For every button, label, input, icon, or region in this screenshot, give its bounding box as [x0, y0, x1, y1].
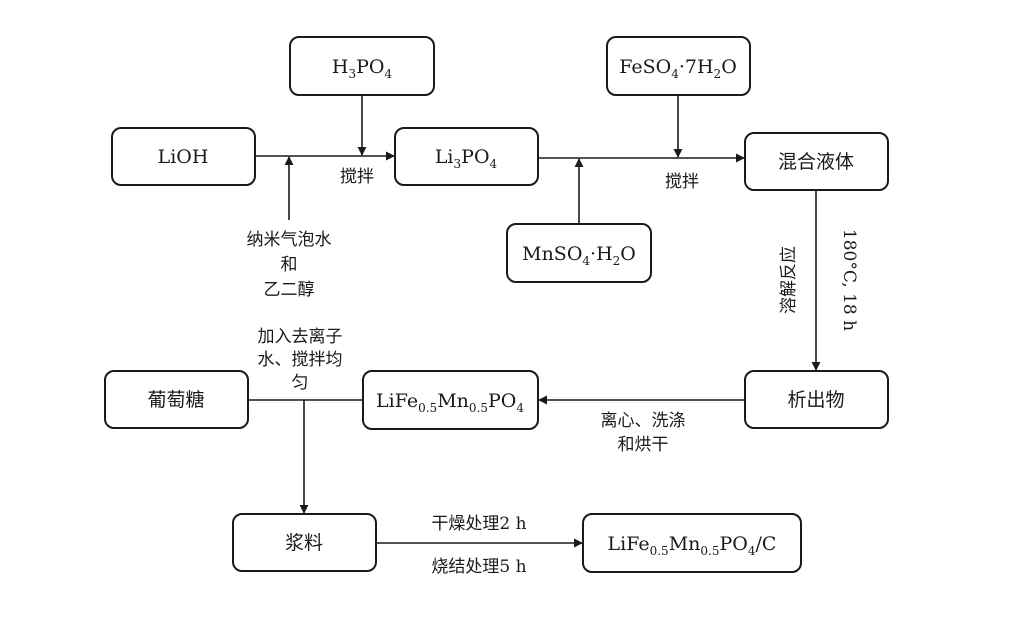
box-precipitate: 析出物	[744, 370, 889, 429]
label-add-water-line-1: 加入去离子	[258, 327, 343, 347]
label-sintering: 烧结处理5 h	[431, 557, 526, 577]
label-conditions: 180°C, 18 h	[839, 229, 859, 331]
box-h3po4: H3PO4	[289, 36, 435, 96]
box-slurry: 浆料	[232, 513, 377, 572]
label-centrifuge: 离心、洗涤 和烘干	[601, 411, 686, 455]
label-centrifuge-line-1: 离心、洗涤	[601, 411, 686, 431]
box-lioh-label: LiOH	[158, 146, 209, 168]
box-lifemnpo4: LiFe0.5Mn0.5PO4	[362, 370, 539, 430]
box-feso4: FeSO4·7H2O	[606, 36, 751, 96]
box-feso4-label: FeSO4·7H2O	[619, 56, 737, 81]
box-glucose-label: 葡萄糖	[147, 389, 204, 411]
box-mixed-liquid-label: 混合液体	[778, 151, 854, 173]
label-drying: 干燥处理2 h	[431, 514, 526, 534]
label-centrifuge-line-2: 和烘干	[618, 435, 669, 455]
label-add-water-line-3: 匀	[292, 373, 309, 393]
label-add-water-line-2: 水、搅拌均	[258, 350, 343, 370]
label-add-water: 加入去离子 水、搅拌均 匀	[258, 327, 343, 393]
box-glucose: 葡萄糖	[104, 370, 249, 429]
box-lioh: LiOH	[111, 127, 256, 186]
box-product: LiFe0.5Mn0.5PO4/C	[582, 513, 802, 573]
box-h3po4-label: H3PO4	[332, 56, 393, 81]
label-nanobubble-water: 纳米气泡水 和 乙二醇	[247, 230, 332, 300]
label-nanobubble-line-2: 和	[281, 255, 298, 275]
box-mnso4-label: MnSO4·H2O	[522, 243, 636, 268]
label-solvothermal: 溶解反应	[779, 246, 799, 314]
label-stir-1: 搅拌	[340, 167, 374, 187]
box-li3po4-label: Li3PO4	[435, 146, 498, 171]
label-stir-2: 搅拌	[665, 172, 699, 192]
box-product-label: LiFe0.5Mn0.5PO4/C	[608, 533, 777, 558]
box-slurry-label: 浆料	[285, 532, 323, 554]
box-li3po4: Li3PO4	[394, 127, 539, 186]
label-nanobubble-line-3: 乙二醇	[264, 280, 315, 300]
box-lifemnpo4-label: LiFe0.5Mn0.5PO4	[376, 390, 524, 415]
box-mnso4: MnSO4·H2O	[506, 223, 652, 283]
box-mixed-liquid: 混合液体	[744, 132, 889, 191]
box-precipitate-label: 析出物	[787, 389, 844, 411]
label-nanobubble-line-1: 纳米气泡水	[247, 230, 332, 250]
